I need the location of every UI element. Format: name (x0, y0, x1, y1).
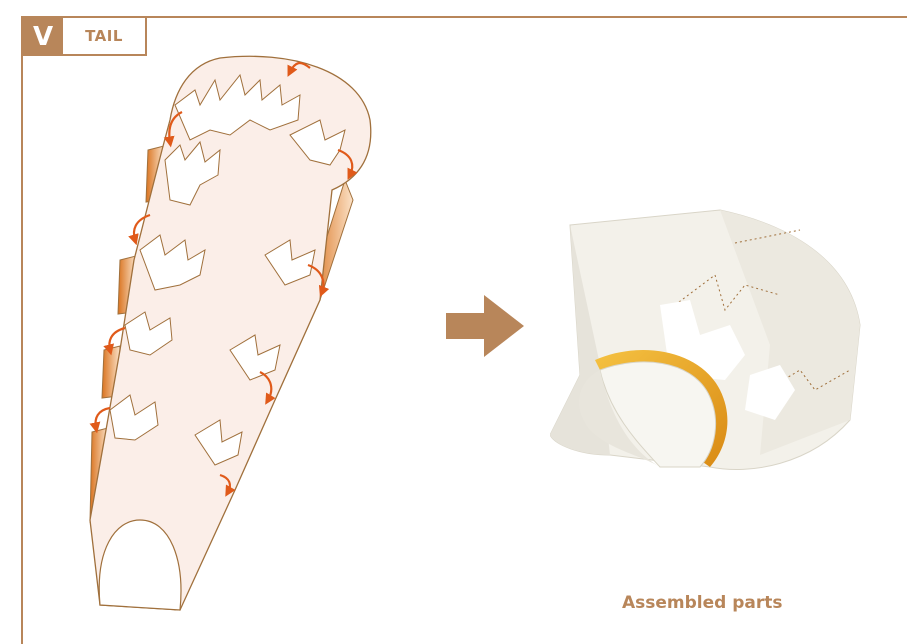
tail-template-diagram (70, 50, 400, 630)
frame-top-border (21, 16, 907, 18)
right-arrow-icon (446, 295, 524, 357)
assembled-parts-caption: Assembled parts (622, 593, 802, 613)
frame-left-border (21, 16, 23, 644)
section-badge: V (23, 18, 63, 56)
assembled-tail-illustration (550, 205, 890, 485)
